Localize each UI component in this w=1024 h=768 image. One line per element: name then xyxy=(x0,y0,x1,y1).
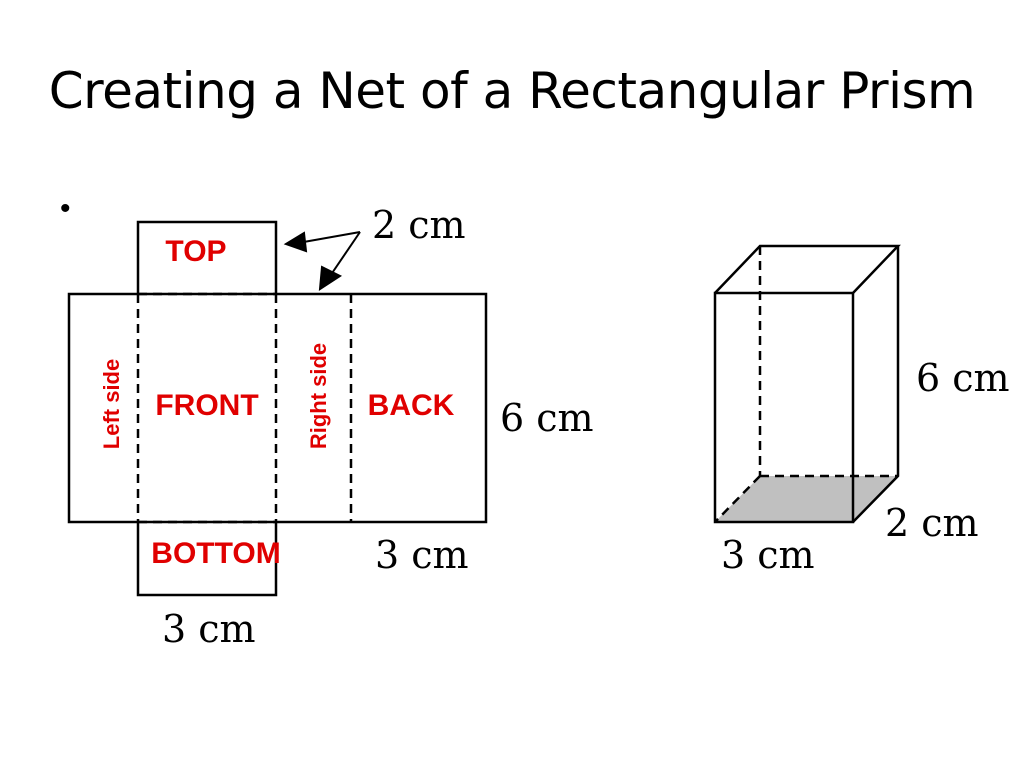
net-fold-lines xyxy=(136,292,353,524)
prism-right-edges xyxy=(852,246,900,523)
face-label-front: FRONT xyxy=(155,389,258,422)
net-top-flap xyxy=(136,220,278,294)
face-label-right-side: Right side xyxy=(306,343,331,449)
bullet-point: • xyxy=(60,192,71,225)
net-dim-bottom-width: 3 cm xyxy=(162,607,256,651)
prism-diagram xyxy=(713,244,901,524)
prism-hidden-edges xyxy=(714,246,898,523)
face-label-top: TOP xyxy=(165,235,226,268)
arrowhead-down xyxy=(318,265,343,291)
net-main-strip xyxy=(67,292,488,524)
prism-front-face xyxy=(713,291,855,524)
face-label-left-side: Left side xyxy=(99,359,124,449)
prism-dim-height: 6 cm xyxy=(916,356,1010,400)
dimension-arrows xyxy=(283,231,361,291)
prism-dim-depth: 2 cm xyxy=(885,501,979,545)
net-bottom-flap xyxy=(136,522,278,597)
prism-dim-width: 3 cm xyxy=(721,533,815,577)
prism-base-shade xyxy=(715,476,898,522)
net-dim-back-width: 3 cm xyxy=(375,533,469,577)
prism-top-edges xyxy=(714,244,901,294)
net-dim-depth: 2 cm xyxy=(372,203,466,247)
net-diagram xyxy=(67,220,488,597)
face-label-bottom: BOTTOM xyxy=(151,537,280,570)
slide-title: Creating a Net of a Rectangular Prism xyxy=(48,62,976,120)
face-label-back: BACK xyxy=(368,389,455,422)
arrowhead-left xyxy=(283,231,308,253)
net-dim-height: 6 cm xyxy=(500,396,594,440)
